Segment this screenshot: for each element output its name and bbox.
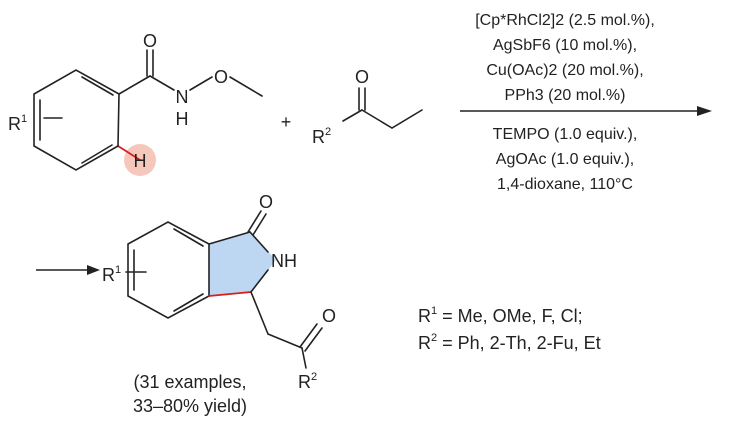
examples-count: (31 examples, [133, 372, 246, 392]
product-ketone-o-label: O [322, 306, 336, 326]
ring-double-bond [81, 144, 113, 164]
bond-ch2-ketone [267, 333, 303, 349]
product-isoindolinone: O NH O R1 R2 [102, 192, 336, 392]
ring-double-bond [173, 293, 204, 312]
bond-carbonyl-n [249, 231, 269, 253]
reactant-benzamide: O N H O H R1 [8, 31, 263, 176]
bond-ketone-r2 [301, 347, 307, 369]
condition-phosphine: PPh3 (20 mol.%) [505, 87, 626, 104]
substituent-scope: R1 = Me, OMe, F, Cl; R2 = Ph, 2-Th, 2-Fu… [418, 305, 601, 353]
yield-range: 33–80% yield) [133, 396, 247, 416]
condition-agoac: AgOAc (1.0 equiv.), [496, 151, 634, 168]
bond-ring-carbonyl [118, 75, 151, 95]
ortho-ch-bond [117, 145, 141, 161]
lactam-ring-highlight [209, 232, 276, 296]
product-r1-label: R1 [102, 264, 121, 285]
continuation-arrow [36, 265, 100, 275]
amide-n-label: N [176, 87, 189, 107]
condition-silver-salt: AgSbF6 (10 mol.%), [493, 37, 637, 54]
bond-n-o [189, 76, 213, 91]
new-cc-bond [208, 291, 252, 297]
ring-double-bond [81, 76, 114, 96]
bond-o-methyl [229, 76, 263, 97]
product-carbonyl-o-label: O [259, 192, 273, 212]
methoxy-o-label: O [214, 67, 228, 87]
lactam-double-bond [247, 210, 262, 233]
r1-scope: R1 = Me, OMe, F, Cl; [418, 305, 583, 326]
conditions-above: [Cp*RhCl2]2 (2.5 mol.%), AgSbF6 (10 mol.… [475, 12, 655, 104]
bond-ch2-ch3 [391, 109, 423, 129]
bond-carbonyl-ch2 [361, 109, 393, 129]
amide-h-label: H [176, 109, 189, 129]
arrow-head [87, 265, 100, 275]
bond-carbonyl-r2 [342, 109, 363, 122]
r2-label: R2 [312, 126, 331, 147]
condition-copper-acetate: Cu(OAc)2 (20 mol.%), [486, 62, 643, 79]
bond-n-ch [250, 269, 269, 293]
condition-solvent-temp: 1,4-dioxane, 110°C [497, 176, 633, 193]
reactant-ketone: O R2 [312, 67, 423, 147]
ketone-double-bond [304, 327, 323, 352]
ketone-o-label: O [355, 67, 369, 87]
carbonyl-o-label: O [143, 31, 157, 51]
r1-label: R1 [8, 113, 27, 134]
bond-ring-carbonyl [208, 231, 251, 245]
condition-tempo: TEMPO (1.0 equiv.), [493, 126, 638, 143]
r2-scope: R2 = Ph, 2-Th, 2-Fu, Et [418, 332, 601, 353]
plus-sign: + [281, 112, 292, 132]
benzene-ring [33, 69, 120, 171]
condition-catalyst: [Cp*RhCl2]2 (2.5 mol.%), [475, 12, 655, 29]
ketone-double-bond [299, 323, 318, 348]
product-nh-label: NH [271, 251, 297, 271]
arrow-head [697, 106, 712, 116]
bond-carbonyl-n [149, 75, 175, 91]
reaction-arrow [460, 106, 712, 116]
bond-ch-ch2 [250, 291, 269, 335]
conditions-below: TEMPO (1.0 equiv.), AgOAc (1.0 equiv.), … [493, 126, 638, 193]
product-benzene-ring [127, 221, 210, 319]
lactam-double-bond [252, 213, 267, 236]
ortho-h-label: H [134, 151, 147, 171]
product-r2-label: R2 [298, 371, 317, 392]
ring-double-bond [173, 228, 204, 247]
